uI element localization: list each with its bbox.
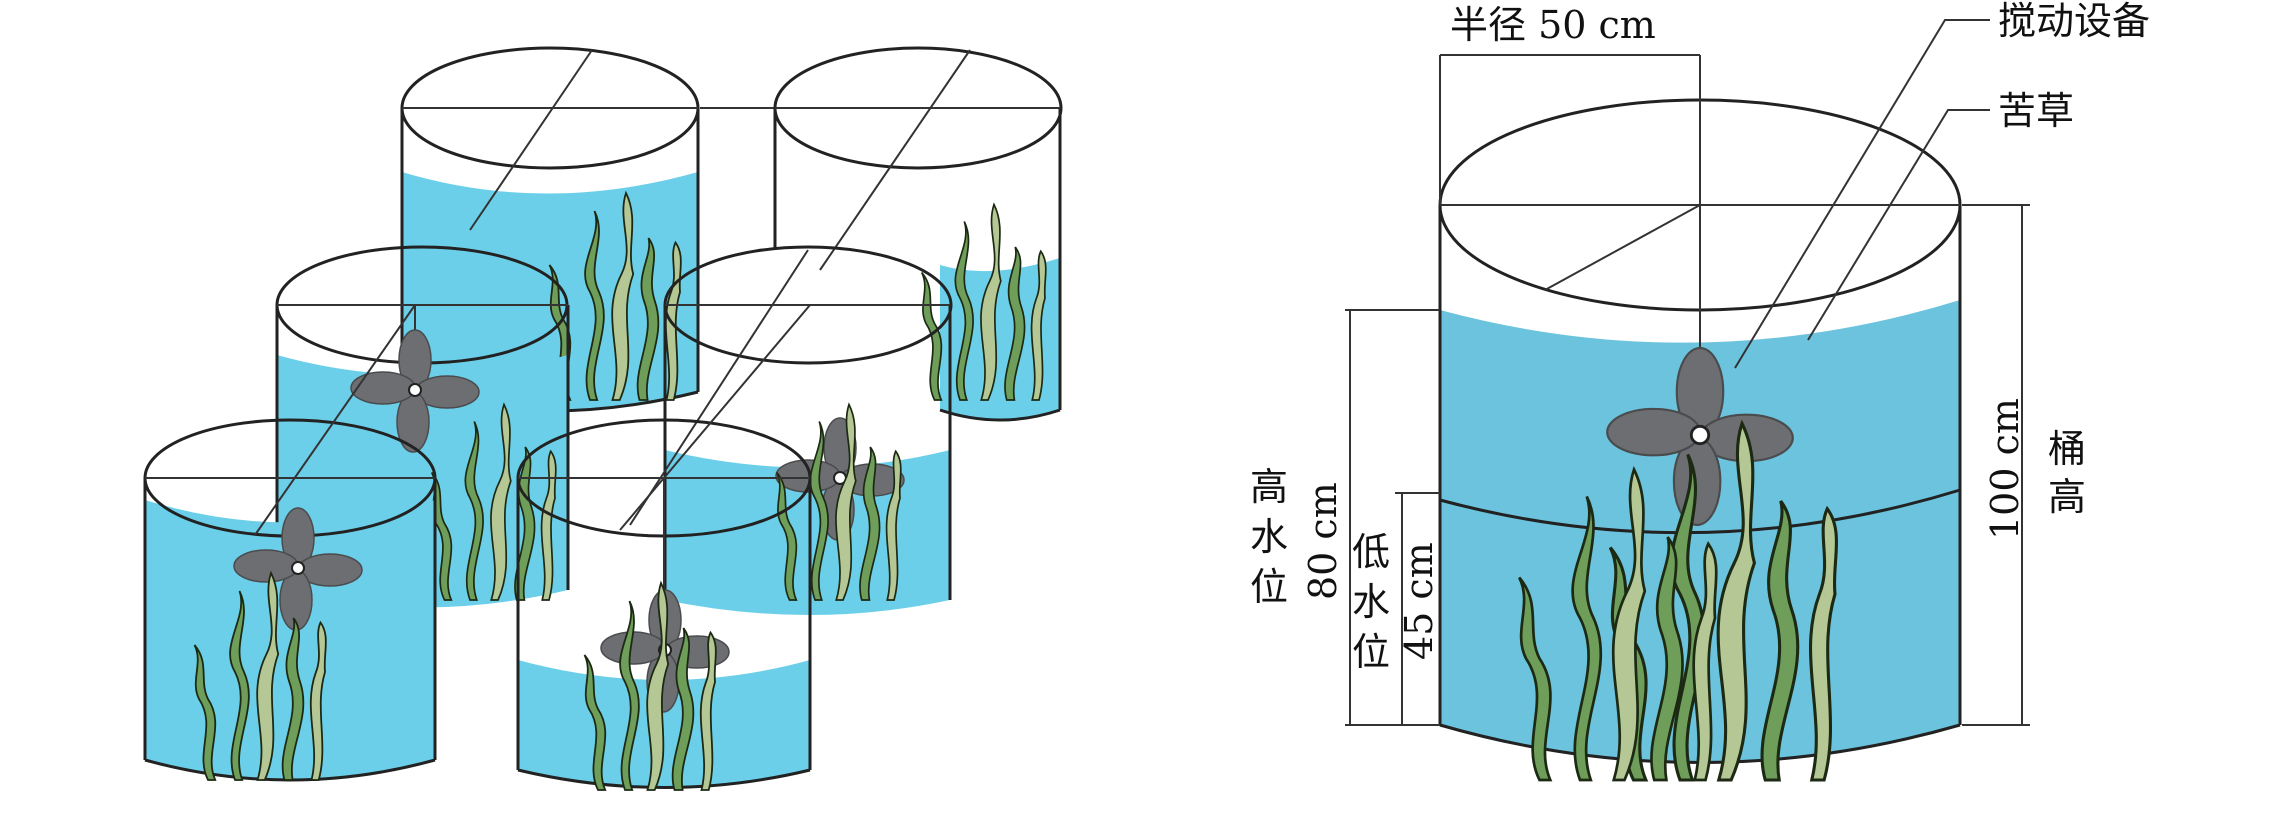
barrel-middle-right [629, 245, 953, 615]
high-water-char-3: 位 [1250, 565, 1288, 609]
barrel-detail: 半径 50 cm 搅动设备 苦草 100 cm 桶 高 高 水 位 80 cm … [1250, 0, 2150, 782]
stirrer-leader-line [1734, 19, 1990, 369]
barrel-front-right [516, 304, 812, 791]
barrel-array [143, 46, 1063, 791]
plant-label: 苦草 [1998, 89, 2074, 133]
barrel-height-value: 100 cm [1983, 398, 2027, 540]
low-water-value: 45 cm [1397, 542, 1441, 660]
high-water-char-2: 水 [1250, 515, 1288, 559]
radius-label: 半径 50 cm [1450, 3, 1656, 47]
stirrer-label: 搅动设备 [1998, 0, 2150, 43]
barrel-height-char-2: 高 [2048, 475, 2086, 519]
barrel-front-left [143, 304, 437, 782]
low-water-char-3: 位 [1352, 630, 1390, 674]
plant-leader-line [1807, 109, 1990, 341]
high-water-char-1: 高 [1250, 465, 1288, 509]
barrel-height-char-1: 桶 [2048, 427, 2086, 471]
high-water-value: 80 cm [1301, 482, 1345, 600]
low-water-char-2: 水 [1352, 580, 1390, 624]
barrel-back-left [400, 46, 700, 413]
barrel-back-right [773, 46, 1063, 422]
low-water-char-1: 低 [1352, 530, 1390, 574]
